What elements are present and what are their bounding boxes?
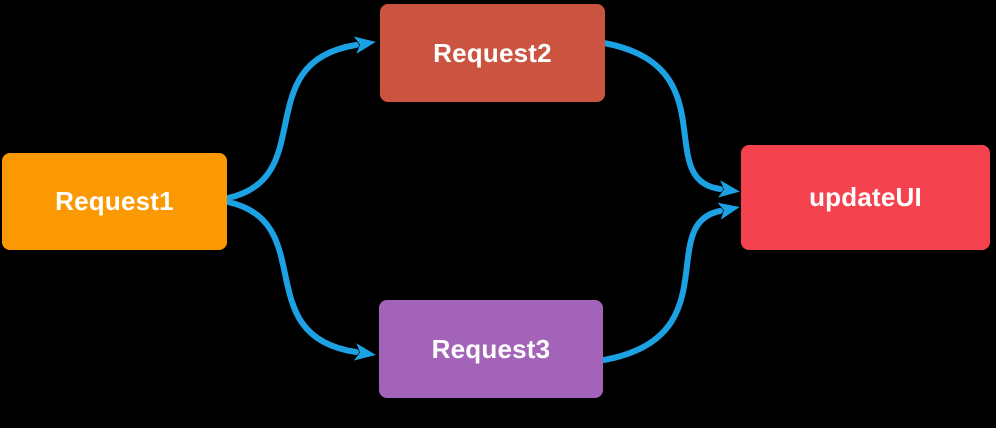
node-request1-label: Request1 <box>55 186 174 216</box>
arrow-request3-to-updateui <box>601 202 740 363</box>
node-request3-label: Request3 <box>431 333 551 364</box>
node-request3: Request3 <box>379 300 603 398</box>
arrow-request1-to-request2 <box>225 36 376 201</box>
node-updateui-label: updateUI <box>809 182 922 212</box>
arrow-request2-to-updateui <box>601 40 740 198</box>
node-updateui: updateUI <box>741 145 990 250</box>
node-request1: Request1 <box>2 153 227 250</box>
node-request2: Request2 <box>380 4 605 102</box>
arrow-request1-to-request3 <box>225 199 376 361</box>
node-request2-label: Request2 <box>433 37 552 68</box>
